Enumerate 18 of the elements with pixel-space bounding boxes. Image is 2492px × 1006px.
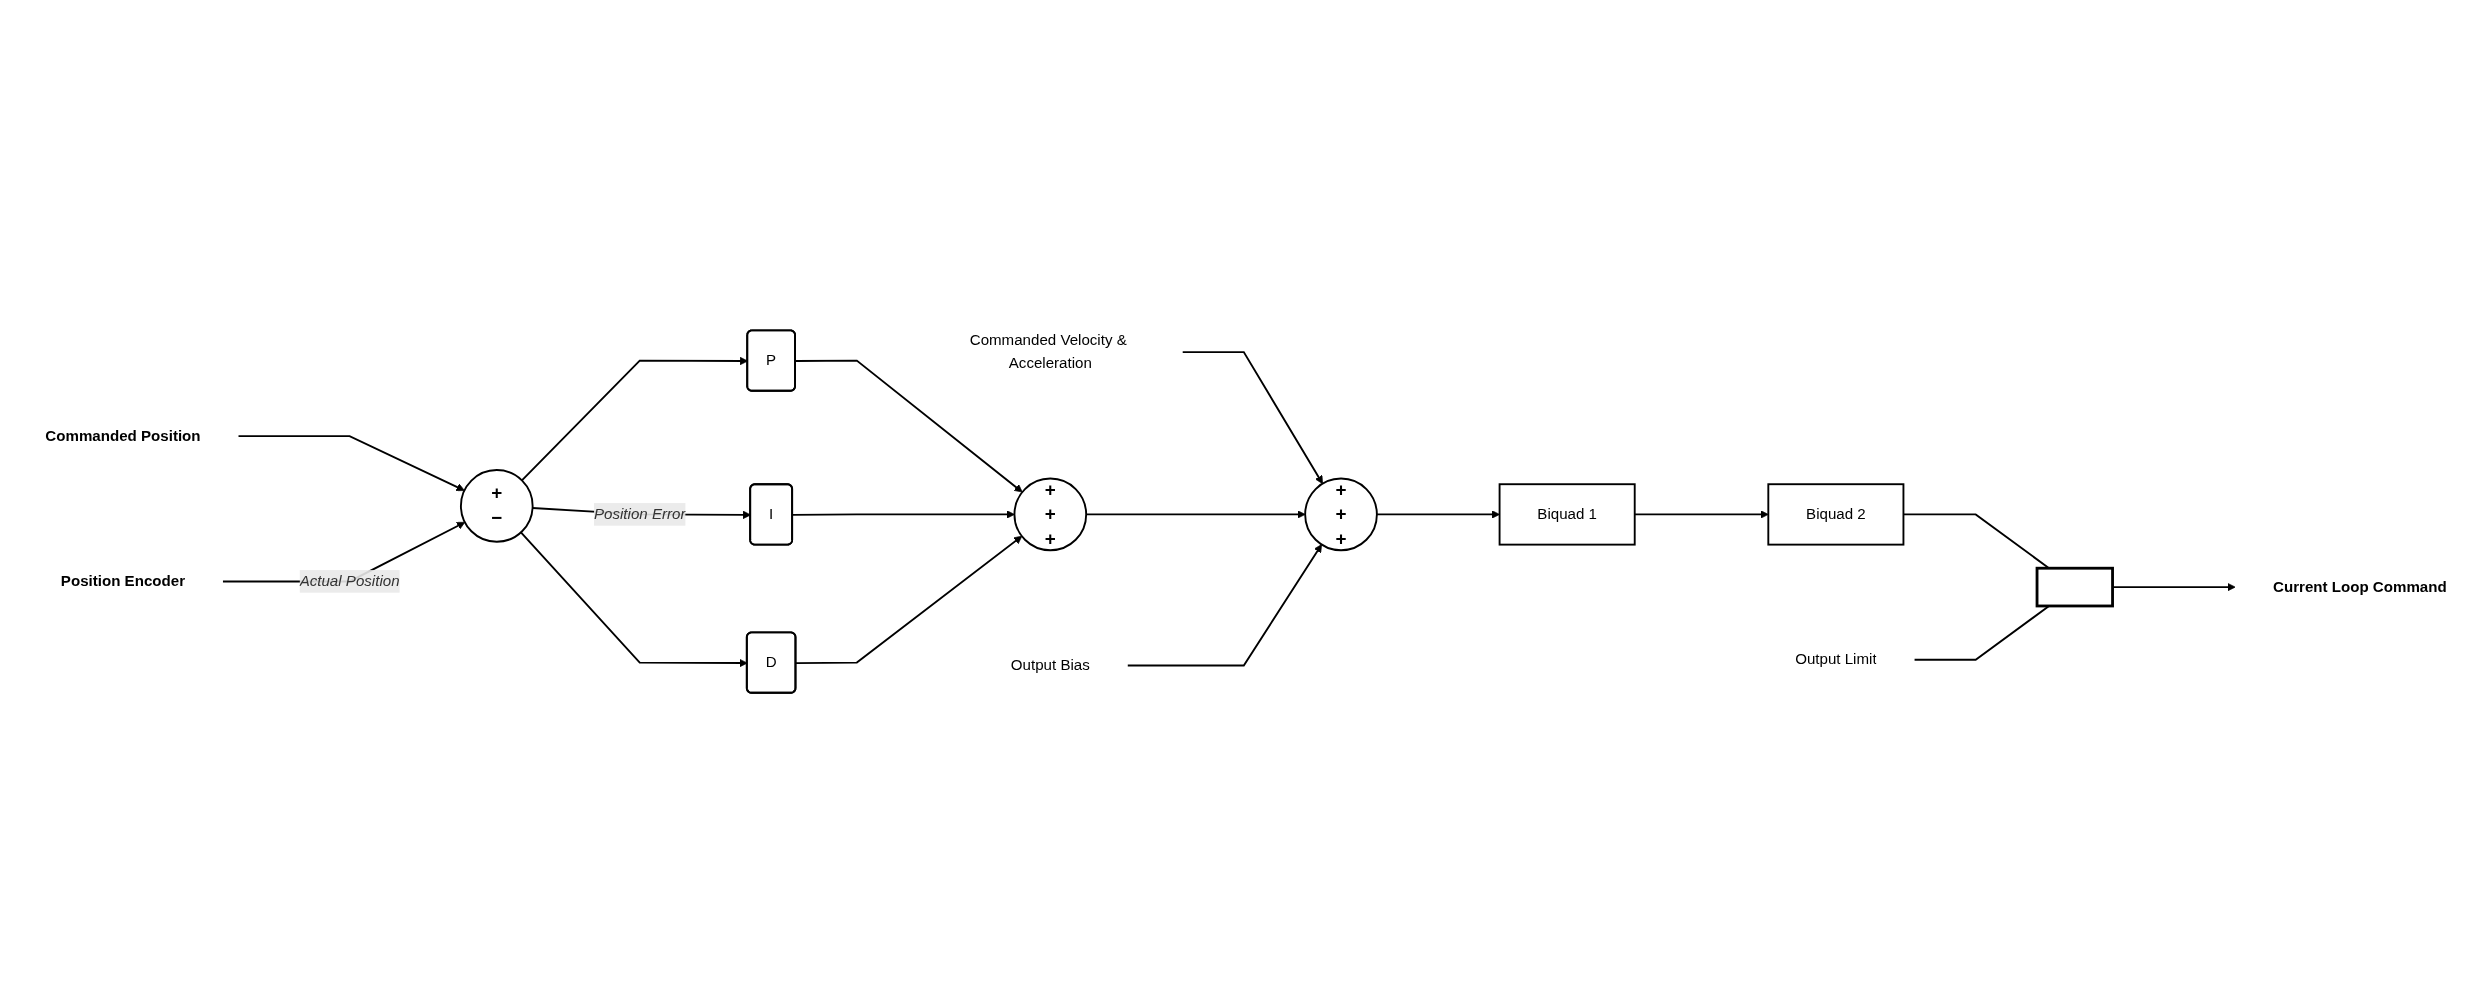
node-box: Biquad 2 (1767, 483, 1905, 546)
node-text: Commanded Velocity & Acceleration (969, 332, 1127, 371)
node-bar (2035, 566, 2114, 608)
arrow (1126, 544, 1322, 667)
node-text: Output Limit (1795, 651, 1877, 668)
node-circle: + − (459, 469, 534, 543)
arrow (1181, 351, 1323, 484)
node-circle: + + + (1304, 477, 1378, 552)
node-text: Current Loop Command (2273, 578, 2447, 595)
arrow (237, 435, 465, 491)
node-text: Commanded Position (45, 427, 201, 444)
node-box: Biquad 1 (1498, 483, 1636, 546)
node-text: Position Encoder (60, 572, 186, 589)
node-circle: + + + (1013, 477, 1088, 552)
arrow (795, 535, 1023, 664)
edge-label: Actual Position (299, 572, 400, 589)
node-text: Output Bias (1010, 656, 1090, 673)
edge-label: Position Error (593, 505, 686, 522)
